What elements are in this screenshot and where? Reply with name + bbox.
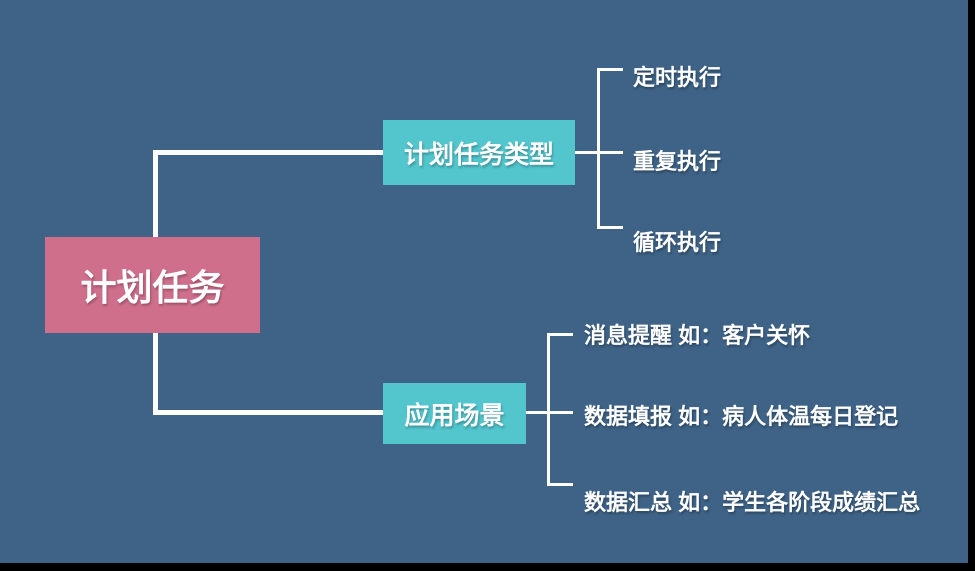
leaf-data-filling: 数据填报 如：病人体温每日登记 xyxy=(584,404,899,429)
connector-scenario-to-bracket xyxy=(525,411,550,414)
mindmap-slide: 计划任务 计划任务类型 应用场景 定时执行 重复执行 循环执行 消息提醒 如：客… xyxy=(0,0,968,563)
node-branch-scenarios: 应用场景 xyxy=(383,383,526,444)
bracket-tasktype-tick-1 xyxy=(597,68,623,71)
leaf-loop-execution: 循环执行 xyxy=(633,230,722,255)
leaf-repeated-execution: 重复执行 xyxy=(633,149,722,174)
node-branch-task-types: 计划任务类型 xyxy=(383,120,575,185)
leaf-timed-execution: 定时执行 xyxy=(633,65,722,90)
node-branch-task-types-label: 计划任务类型 xyxy=(403,140,554,169)
bracket-scenario-vertical xyxy=(547,333,550,486)
bracket-tasktype-tick-2 xyxy=(597,151,623,154)
leaf-data-summary: 数据汇总 如：学生各阶段成绩汇总 xyxy=(584,490,921,515)
bracket-scenario-tick-1 xyxy=(547,333,573,336)
leaf-message-reminder: 消息提醒 如：客户关怀 xyxy=(584,323,811,348)
bracket-tasktype-vertical xyxy=(597,68,600,229)
bracket-scenario-tick-2 xyxy=(547,411,573,414)
bracket-scenario-tick-3 xyxy=(547,483,573,486)
connector-branch-top xyxy=(153,150,383,155)
connector-tasktype-to-bracket xyxy=(575,151,600,154)
bracket-tasktype-tick-3 xyxy=(597,226,623,229)
connector-branch-bottom xyxy=(153,410,383,415)
node-branch-scenarios-label: 应用场景 xyxy=(404,401,505,430)
node-root-scheduled-tasks: 计划任务 xyxy=(45,237,260,333)
node-root-label: 计划任务 xyxy=(80,267,225,308)
